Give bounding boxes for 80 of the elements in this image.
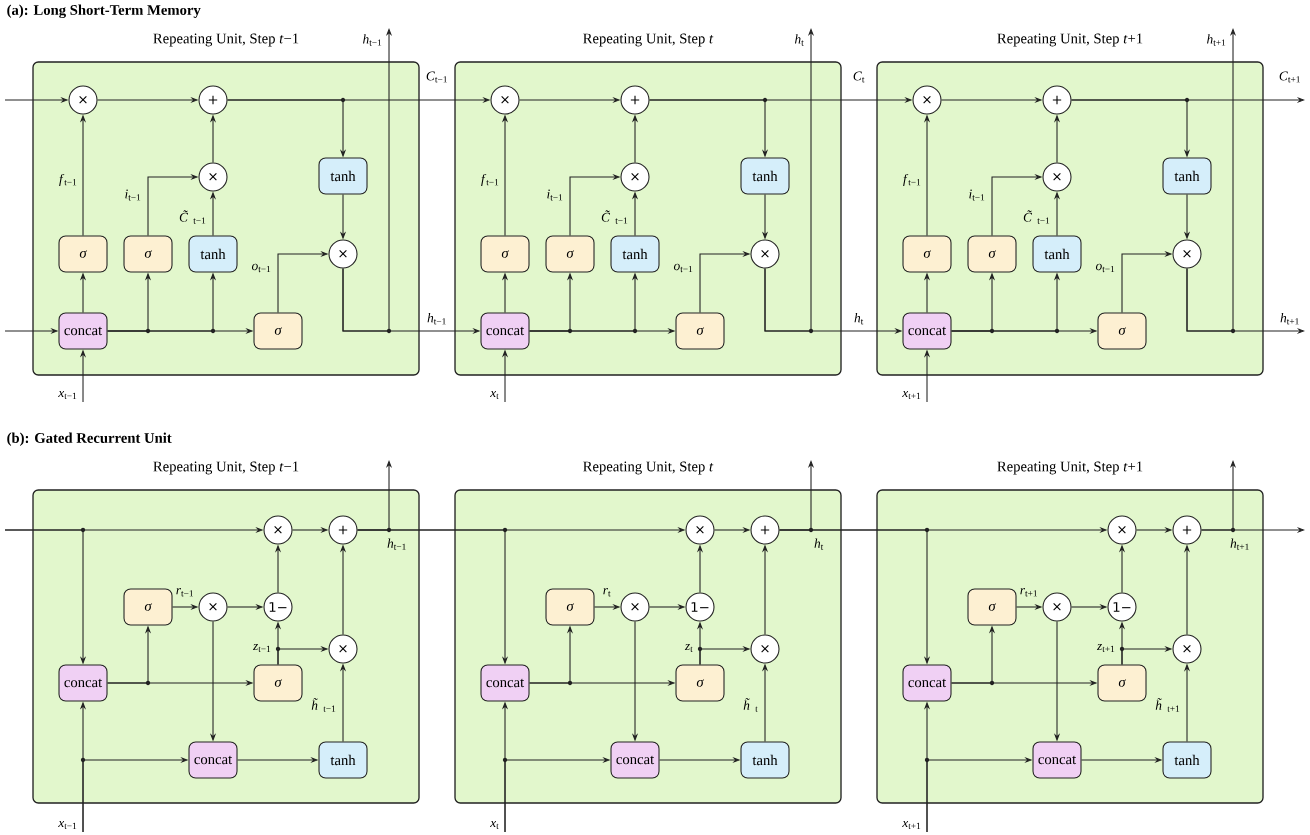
panel-title: (a): Long Short-Term Memory bbox=[7, 4, 201, 18]
edge-label: h$_{t+1}$ bbox=[1230, 538, 1249, 550]
unit-heading: Repeating Unit, Step t bbox=[583, 33, 714, 47]
sigmoid-box: σ bbox=[253, 312, 303, 350]
sigmoid-box: σ bbox=[967, 588, 1017, 626]
unit-heading: Repeating Unit, Step t+1 bbox=[997, 33, 1143, 47]
concat-box: concat bbox=[188, 741, 238, 779]
sigmoid-box: σ bbox=[545, 235, 595, 273]
concat-box: concat bbox=[902, 312, 952, 350]
sigmoid-box: σ bbox=[1097, 312, 1147, 350]
tanh-box: tanh bbox=[1162, 157, 1212, 195]
sigmoid-box: σ bbox=[967, 235, 1017, 273]
tanh-box: tanh bbox=[740, 157, 790, 195]
sigmoid-box: σ bbox=[675, 664, 725, 702]
concat-box: concat bbox=[58, 664, 108, 702]
edge-label: i$_{t−1}$ bbox=[125, 189, 141, 201]
edge-label: x$_{t+1}$ bbox=[902, 390, 921, 400]
edge-label: C$_{t}$ bbox=[853, 71, 865, 83]
edge-label: z$_{t−1}$ bbox=[252, 643, 271, 653]
unit-heading: Repeating Unit, Step t−1 bbox=[153, 461, 299, 475]
tanh-box: tanh bbox=[188, 235, 238, 273]
edge-label: z$_{t+1}$ bbox=[1096, 643, 1115, 653]
sigmoid-box: σ bbox=[253, 664, 303, 702]
sigmoid-box: σ bbox=[545, 588, 595, 626]
edge-label: x$_{t}$ bbox=[490, 820, 499, 830]
edge-label: o$_{t−1}$ bbox=[1095, 263, 1115, 273]
edge-label: h$_{t+1}$ bbox=[1280, 313, 1299, 325]
concat-box: concat bbox=[610, 741, 660, 779]
edge-label: h̃$_{t−1}$ bbox=[311, 698, 336, 712]
edge-label: C̃$_{t−1}$ bbox=[179, 210, 206, 224]
edge-label: z$_{t}$ bbox=[684, 643, 693, 653]
panel-title: (b): Gated Recurrent Unit bbox=[7, 432, 172, 446]
edge-label: h̃$_{t+1}$ bbox=[1155, 698, 1180, 712]
edge-label: h$_{t−1}$ bbox=[387, 538, 406, 550]
concat-box: concat bbox=[902, 664, 952, 702]
edge-label: r$_{t+1}$ bbox=[1020, 588, 1037, 597]
unit-heading: Repeating Unit, Step t+1 bbox=[997, 461, 1143, 475]
sigmoid-box: σ bbox=[123, 235, 173, 273]
sigmoid-box: σ bbox=[675, 312, 725, 350]
unit-heading: Repeating Unit, Step t bbox=[583, 461, 714, 475]
edge-label: o$_{t−1}$ bbox=[673, 263, 693, 273]
sigmoid-box: σ bbox=[1097, 664, 1147, 702]
tanh-box: tanh bbox=[318, 741, 368, 779]
sigmoid-box: σ bbox=[480, 235, 530, 273]
sigmoid-box: σ bbox=[123, 588, 173, 626]
tanh-box: tanh bbox=[740, 741, 790, 779]
tanh-box: tanh bbox=[318, 157, 368, 195]
unit-heading: Repeating Unit, Step t−1 bbox=[153, 33, 299, 47]
tanh-box: tanh bbox=[1162, 741, 1212, 779]
edge-label: x$_{t+1}$ bbox=[902, 820, 921, 830]
concat-box: concat bbox=[480, 664, 530, 702]
tanh-box: tanh bbox=[1032, 235, 1082, 273]
edge-label: r$_{t}$ bbox=[603, 588, 611, 597]
edge-label: h$_{t}$ bbox=[794, 34, 804, 46]
edge-label: h$_{t+1}$ bbox=[1207, 34, 1226, 46]
concat-box: concat bbox=[480, 312, 530, 350]
edge-label: x$_{t}$ bbox=[490, 390, 499, 400]
sigmoid-box: σ bbox=[902, 235, 952, 273]
sigmoid-box: σ bbox=[58, 235, 108, 273]
edge-label: h̃$_{t}$ bbox=[743, 698, 758, 712]
edge-label: C̃$_{t−1}$ bbox=[601, 210, 628, 224]
concat-box: concat bbox=[1032, 741, 1082, 779]
edge-label: i$_{t−1}$ bbox=[969, 189, 985, 201]
edge-label: o$_{t−1}$ bbox=[251, 263, 271, 273]
concat-box: concat bbox=[58, 312, 108, 350]
edge-label: C̃$_{t−1}$ bbox=[1023, 210, 1050, 224]
edge-label: r$_{t−1}$ bbox=[176, 588, 193, 597]
edge-label: i$_{t−1}$ bbox=[547, 189, 563, 201]
edge-label: h$_{t−1}$ bbox=[427, 313, 446, 325]
edge-label: x$_{t−1}$ bbox=[58, 820, 77, 830]
edge-label: f$_{t−1}$ bbox=[903, 173, 921, 187]
edge-label: h$_{t−1}$ bbox=[363, 34, 382, 46]
edge-label: f$_{t−1}$ bbox=[481, 173, 499, 187]
edge-label: h$_{t}$ bbox=[854, 313, 864, 325]
edge-label: C$_{t−1}$ bbox=[426, 71, 447, 83]
edge-label: C$_{t+1}$ bbox=[1279, 71, 1300, 83]
edge-label: x$_{t−1}$ bbox=[58, 390, 77, 400]
edge-label: f$_{t−1}$ bbox=[59, 173, 77, 187]
tanh-box: tanh bbox=[610, 235, 660, 273]
edge-label: h$_{t}$ bbox=[814, 538, 824, 550]
